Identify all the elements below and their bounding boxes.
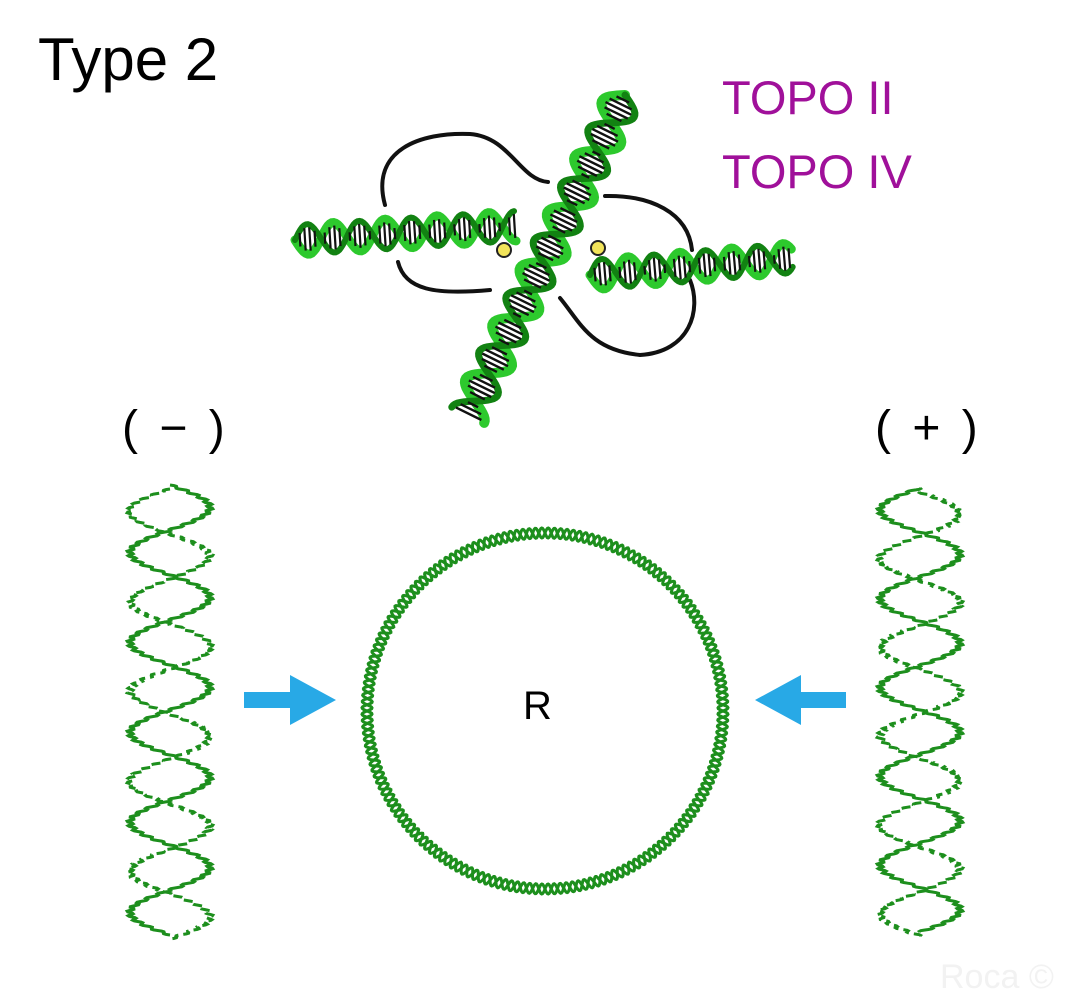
enzyme-label-topo-iv: TOPO IV: [722, 145, 912, 198]
arrow-right-icon: [244, 675, 336, 725]
enzyme-loop-upper-right: [603, 193, 694, 252]
negative-supercoil-label: ( − ): [122, 402, 229, 455]
enzyme-loop-upper: [380, 131, 550, 207]
relaxed-circle: [360, 526, 730, 896]
enzyme-outline: [380, 131, 697, 358]
relaxed-label: R: [523, 684, 552, 728]
positive-supercoil-label: ( + ): [875, 402, 982, 455]
dna-segment-right: [585, 239, 796, 294]
page-title: Type 2: [38, 26, 219, 93]
enzyme-label-topo-ii: TOPO II: [722, 71, 894, 124]
enzyme-loop-lower-left: [396, 260, 492, 294]
supercoil-positive: [874, 486, 966, 938]
watermark: Roca ©: [940, 958, 1054, 996]
dna-segment-transported: [448, 90, 639, 428]
active-site-right: [590, 240, 606, 256]
active-site-left: [496, 242, 512, 258]
enzyme-loop-lower: [558, 278, 697, 358]
supercoil-negative: [124, 483, 216, 941]
dna-segment-left: [290, 208, 521, 259]
arrow-left-icon: [755, 675, 846, 725]
